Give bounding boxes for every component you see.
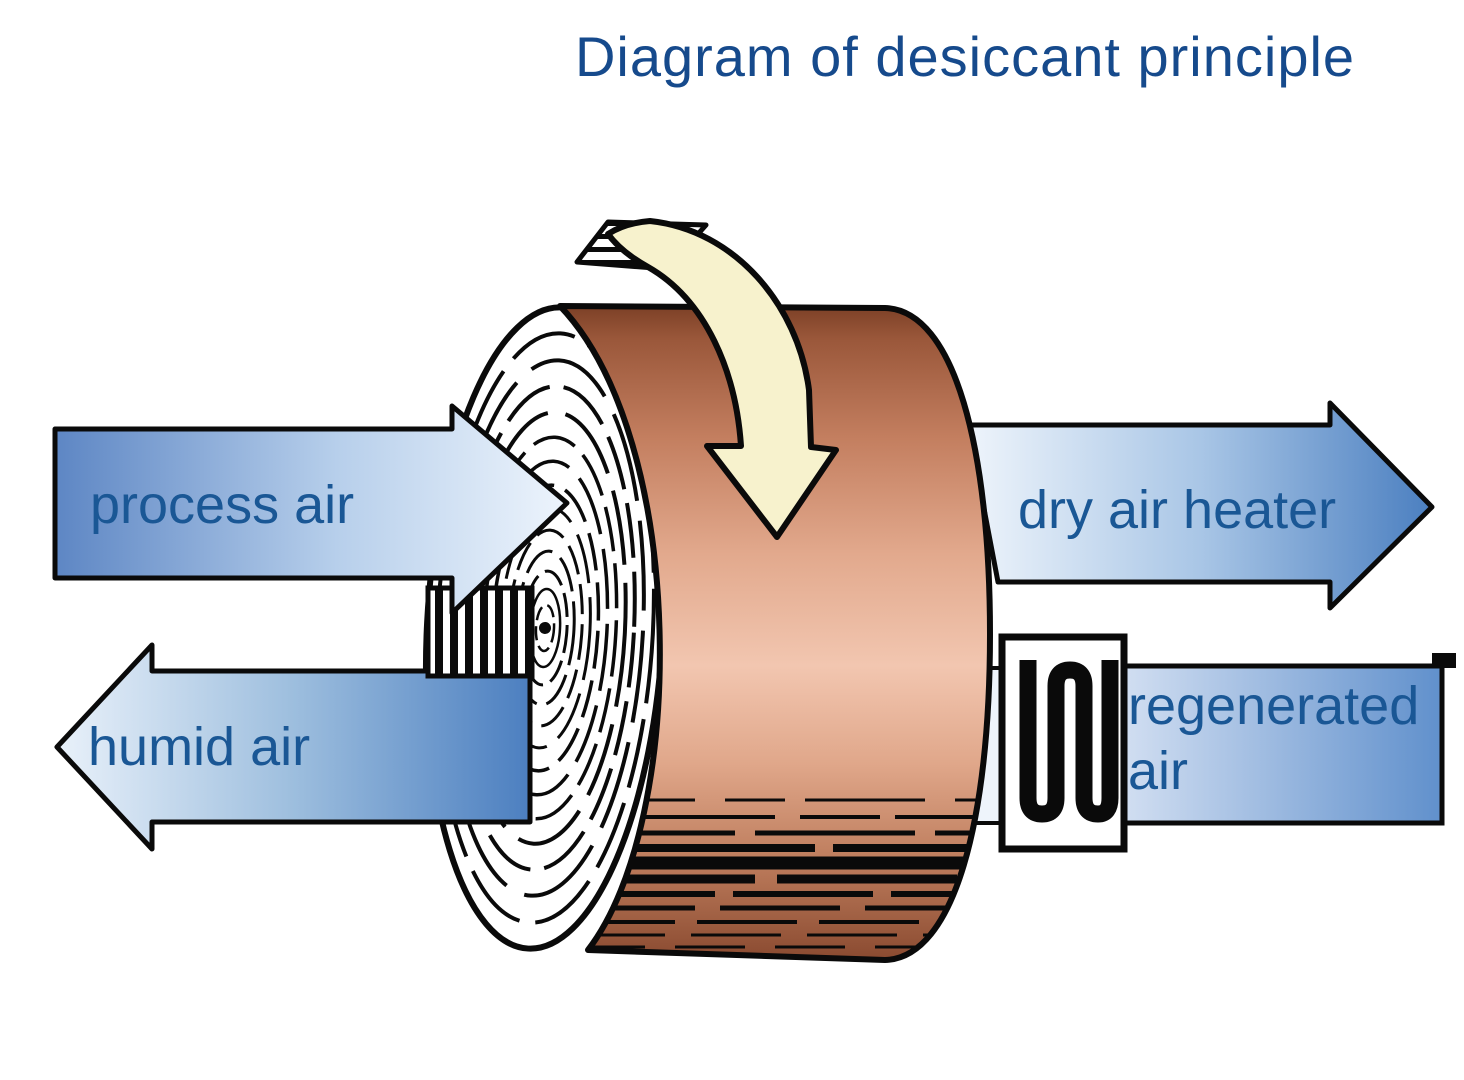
- rotor-drum-shape: [557, 303, 993, 963]
- rotor-drum-hatching: [575, 798, 985, 949]
- rotor-drum: [557, 303, 993, 963]
- humid-air-arrow: [54, 642, 533, 852]
- diagram-title: Diagram of desiccant principle: [575, 25, 1355, 88]
- rotor-core-stripes: [425, 585, 535, 679]
- process-air-arrow: [52, 403, 570, 616]
- humid-air-arrow-shape: [54, 642, 533, 852]
- rotor-core: [425, 585, 535, 679]
- regenerated-air-label-line2: air: [1128, 741, 1188, 801]
- rotation-arrow-icon: [605, 218, 839, 540]
- humid-air-label: humid air: [88, 717, 310, 777]
- regenerated-air-label-line1: regenerated: [1128, 676, 1419, 736]
- regenerated-air-band-lip: [1432, 653, 1456, 668]
- rotation-arrow: [574, 218, 839, 540]
- heater-element: [998, 633, 1128, 853]
- heater-coil-icon: [1019, 660, 1119, 823]
- dry-air-arrow-shape: [965, 400, 1435, 611]
- process-air-arrow-shape: [52, 403, 570, 616]
- process-air-label: process air: [90, 475, 354, 535]
- dry-air-heater-label: dry air heater: [1018, 480, 1336, 540]
- dry-air-arrow: [965, 400, 1435, 611]
